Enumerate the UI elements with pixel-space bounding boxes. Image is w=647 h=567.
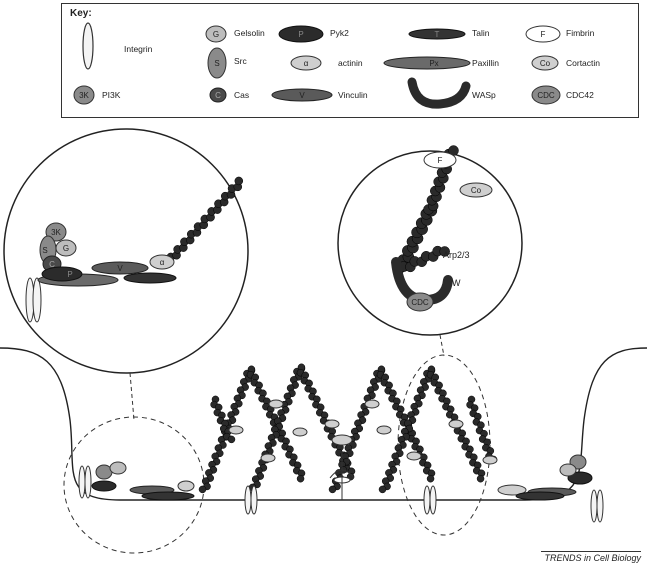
actin-bead bbox=[477, 475, 484, 482]
actin-network bbox=[199, 364, 497, 493]
actin-bead bbox=[427, 475, 434, 482]
actin-bead bbox=[235, 177, 243, 185]
left-zoom-label: S bbox=[42, 246, 47, 255]
right-zoom-label: Arp2/3 bbox=[443, 250, 470, 260]
left-zoom-label: α bbox=[160, 258, 165, 267]
cortactin-mark bbox=[261, 454, 275, 462]
cortactin-mark bbox=[293, 428, 307, 436]
right-zoom-label: Co bbox=[471, 186, 482, 195]
right-zoom-label: F bbox=[438, 156, 443, 165]
cortactin-mark bbox=[407, 452, 421, 460]
right-zoom-label: CDC bbox=[411, 298, 429, 307]
cortactin-mark bbox=[325, 420, 339, 428]
bottom-left-complex bbox=[79, 462, 194, 500]
bottom-right-complex bbox=[498, 455, 603, 522]
right-dashed-region bbox=[398, 355, 490, 535]
actin-bead bbox=[379, 486, 386, 493]
cortactin-mark bbox=[377, 426, 391, 434]
actin-bead bbox=[199, 486, 206, 493]
figure-credit: TRENDS in Cell Biology bbox=[541, 551, 641, 563]
left-zoom-label: 3K bbox=[51, 228, 61, 237]
actin-bead bbox=[228, 436, 235, 443]
left-zoom-label: C bbox=[49, 260, 55, 269]
actin-bead bbox=[297, 475, 304, 482]
cortactin-mark bbox=[229, 426, 243, 434]
left-zoom-label: V bbox=[117, 264, 123, 273]
cortactin-mark bbox=[365, 400, 379, 408]
left-zoom-label: G bbox=[63, 244, 69, 253]
cortactin-mark bbox=[269, 400, 283, 408]
cortactin-mark bbox=[483, 456, 497, 464]
right-zoom-label: W bbox=[452, 278, 461, 288]
left-zoom-label: P bbox=[67, 270, 72, 279]
cortactin-mark bbox=[449, 420, 463, 428]
actin-bead bbox=[329, 486, 336, 493]
